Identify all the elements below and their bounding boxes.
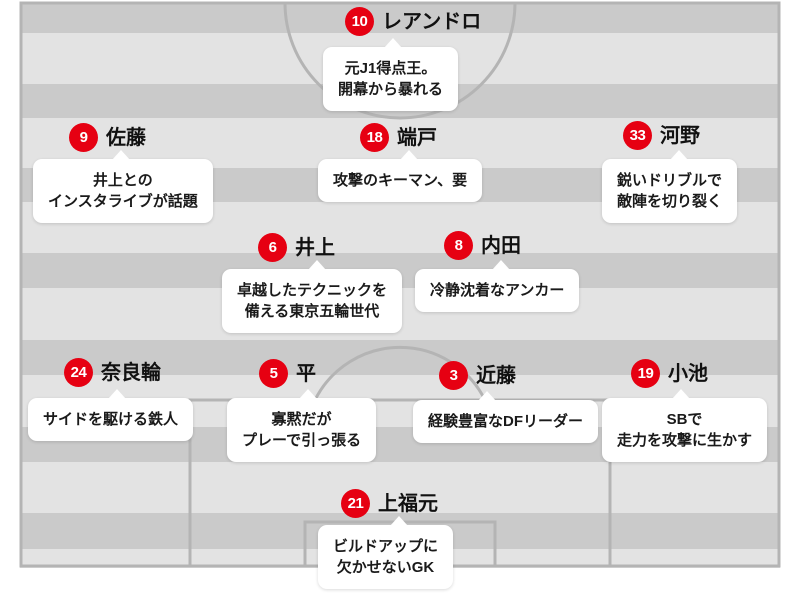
player-name: 上福元 bbox=[378, 492, 438, 515]
player-comment: 鋭いドリブルで敵陣を切り裂く bbox=[617, 170, 722, 212]
comment-line: SBで bbox=[666, 411, 703, 428]
comment-line: 開幕から暴れる bbox=[338, 81, 444, 98]
comment-line: プレーで引っ張る bbox=[242, 432, 362, 449]
shirt-number-badge: 21 bbox=[341, 489, 370, 518]
player-comment-bubble: 寡黙だがプレーで引っ張る bbox=[227, 389, 377, 462]
bubble-pointer-icon bbox=[672, 389, 690, 399]
player-name-row: 5 平 bbox=[259, 359, 316, 388]
comment-line: 敵陣を切り裂く bbox=[617, 193, 723, 210]
shirt-number-badge: 33 bbox=[623, 121, 652, 150]
player-name: 河野 bbox=[660, 124, 700, 147]
player-name: レアンドロ bbox=[382, 10, 482, 33]
player-comment-bubble: 井上とのインスタライブが話題 bbox=[33, 150, 213, 223]
comment-line: 冷静沈着なアンカー bbox=[430, 282, 565, 299]
player-comment: サイドを駆ける鉄人 bbox=[43, 409, 178, 430]
player-comment-bubble: 冷静沈着なアンカー bbox=[415, 260, 580, 312]
player-comment: 卓越したテクニックを備える東京五輪世代 bbox=[237, 280, 387, 322]
player-name: 小池 bbox=[668, 362, 708, 385]
comment-line: 攻撃のキーマン、要 bbox=[333, 172, 468, 189]
player-comment-bubble: 経験豊富なDFリーダー bbox=[413, 391, 598, 443]
player-name: 端戸 bbox=[397, 126, 437, 149]
player-name-row: 19 小池 bbox=[631, 359, 708, 388]
bubble-pointer-icon bbox=[478, 391, 496, 401]
player-comment: 寡黙だがプレーで引っ張る bbox=[242, 409, 361, 451]
player-comment: 冷静沈着なアンカー bbox=[430, 280, 564, 301]
player-name: 佐藤 bbox=[106, 126, 146, 149]
player-comment-bubble: 攻撃のキーマン、要 bbox=[318, 150, 483, 202]
player-name: 内田 bbox=[481, 234, 521, 257]
bubble-pointer-icon bbox=[390, 516, 408, 526]
player-name-row: 6 井上 bbox=[258, 233, 335, 262]
comment-line: 走力を攻撃に生かす bbox=[617, 432, 753, 449]
shirt-number-badge: 18 bbox=[360, 123, 389, 152]
player-name-row: 3 近藤 bbox=[439, 361, 516, 390]
shirt-number-badge: 9 bbox=[69, 123, 98, 152]
comment-line: 元J1得点王。 bbox=[344, 60, 437, 77]
player-name: 奈良輪 bbox=[101, 361, 161, 384]
comment-line: 卓越したテクニックを bbox=[237, 282, 388, 299]
player-comment: ビルドアップに欠かせないGK bbox=[333, 536, 438, 578]
shirt-number-badge: 24 bbox=[64, 358, 93, 387]
bubble-pointer-icon bbox=[299, 389, 317, 399]
player-comment: 井上とのインスタライブが話題 bbox=[48, 170, 198, 212]
player-name-row: 24 奈良輪 bbox=[64, 358, 161, 387]
player-name-row: 18 端戸 bbox=[360, 123, 437, 152]
comment-line: 井上との bbox=[92, 172, 153, 189]
player-name-row: 8 内田 bbox=[444, 231, 521, 260]
player-comment-bubble: 鋭いドリブルで敵陣を切り裂く bbox=[602, 150, 738, 223]
shirt-number-badge: 5 bbox=[259, 359, 288, 388]
player-comment-bubble: 元J1得点王。開幕から暴れる bbox=[323, 38, 459, 111]
penalty-box bbox=[188, 398, 612, 566]
player-name: 井上 bbox=[295, 236, 335, 259]
bubble-pointer-icon bbox=[670, 150, 688, 160]
comment-line: ビルドアップに bbox=[333, 538, 439, 555]
shirt-number-badge: 6 bbox=[258, 233, 287, 262]
player-name-row: 21 上福元 bbox=[341, 489, 438, 518]
player-name: 平 bbox=[296, 362, 316, 385]
player-name-row: 33 河野 bbox=[623, 121, 700, 150]
bubble-pointer-icon bbox=[400, 150, 418, 160]
player-name-row: 9 佐藤 bbox=[69, 123, 146, 152]
comment-line: サイドを駆ける鉄人 bbox=[43, 411, 179, 428]
comment-line: 寡黙だが bbox=[271, 411, 332, 428]
player-comment-bubble: ビルドアップに欠かせないGK bbox=[318, 516, 454, 589]
shirt-number-badge: 19 bbox=[631, 359, 660, 388]
player-comment: 経験豊富なDFリーダー bbox=[428, 411, 583, 432]
player-comment-bubble: SBで走力を攻撃に生かす bbox=[602, 389, 768, 462]
shirt-number-badge: 3 bbox=[439, 361, 468, 390]
comment-line: 欠かせないGK bbox=[336, 559, 435, 576]
comment-line: 鋭いドリブルで bbox=[617, 172, 723, 189]
player-name: 近藤 bbox=[476, 364, 516, 387]
bubble-pointer-icon bbox=[384, 38, 402, 48]
comment-line: 経験豊富なDFリーダー bbox=[428, 413, 583, 430]
comment-line: インスタライブが話題 bbox=[48, 193, 198, 210]
bubble-pointer-icon bbox=[308, 260, 326, 270]
bubble-pointer-icon bbox=[112, 150, 130, 160]
player-comment: 元J1得点王。開幕から暴れる bbox=[338, 58, 443, 100]
center-circle bbox=[283, 2, 517, 120]
player-comment: SBで走力を攻撃に生かす bbox=[617, 409, 752, 451]
shirt-number-badge: 8 bbox=[444, 231, 473, 260]
player-comment: 攻撃のキーマン、要 bbox=[333, 170, 467, 191]
bubble-pointer-icon bbox=[492, 260, 510, 270]
player-comment-bubble: 卓越したテクニックを備える東京五輪世代 bbox=[222, 260, 403, 333]
player-comment-bubble: サイドを駆ける鉄人 bbox=[28, 389, 194, 441]
shirt-number-badge: 10 bbox=[345, 7, 374, 36]
bubble-pointer-icon bbox=[108, 389, 126, 399]
comment-line: 備える東京五輪世代 bbox=[244, 303, 380, 320]
player-name-row: 10 レアンドロ bbox=[345, 7, 481, 36]
